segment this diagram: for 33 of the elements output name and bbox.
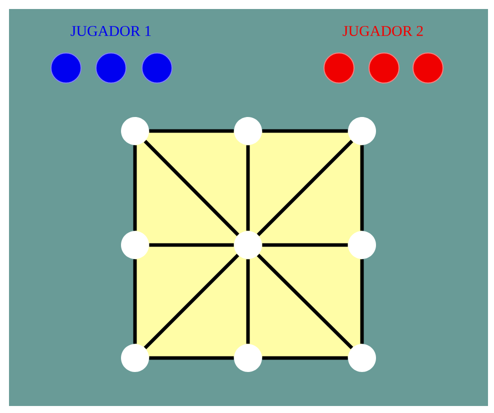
game-piece (324, 52, 354, 84)
board-line (133, 145, 137, 231)
board-line (246, 259, 250, 344)
board-line (149, 356, 234, 360)
board-point (234, 117, 262, 145)
board-line (256, 254, 354, 350)
board-line (133, 259, 137, 344)
board-point (348, 117, 376, 145)
game-piece (412, 52, 444, 84)
board-point (121, 117, 149, 145)
board-point (234, 344, 262, 372)
board-line (262, 356, 348, 360)
board-line (149, 243, 234, 247)
board-line (144, 254, 240, 350)
game-piece (50, 52, 82, 84)
board-line (256, 140, 354, 236)
board-line (144, 140, 240, 236)
player-label: JUGADOR 1 (70, 26, 151, 36)
player-label: JUGADOR 2 (342, 26, 423, 36)
game-piece (96, 52, 126, 84)
board-line (360, 145, 364, 231)
board-point (121, 344, 149, 372)
board-point (348, 231, 376, 259)
board-point (234, 231, 262, 259)
board-line (262, 129, 348, 133)
board-point (348, 344, 376, 372)
game-piece (142, 52, 172, 84)
board-line (262, 243, 348, 247)
board-line (149, 129, 234, 133)
board-line (246, 145, 250, 231)
board-point (121, 231, 149, 259)
board-line (360, 259, 364, 344)
game-piece (368, 52, 400, 84)
